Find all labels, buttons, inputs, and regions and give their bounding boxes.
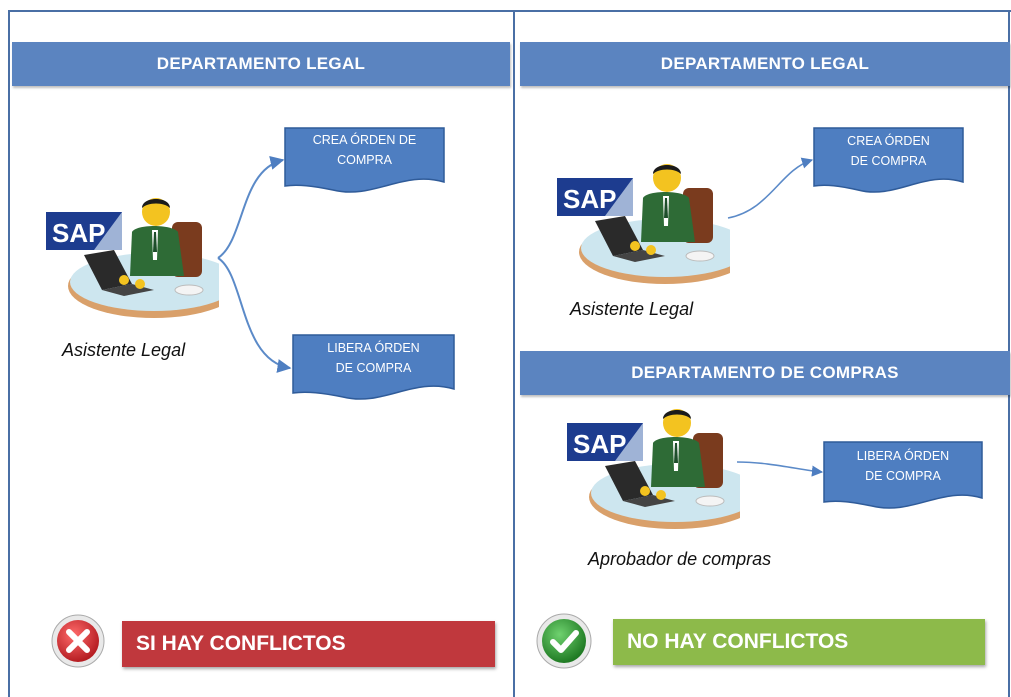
top-border — [8, 10, 1011, 12]
svg-text:SAP: SAP — [573, 429, 626, 459]
arrow-to-libera-left — [217, 257, 292, 373]
actor-label: Asistente Legal — [570, 299, 694, 319]
doc-line: COMPRA — [337, 153, 392, 167]
doc-line: DE COMPRA — [865, 469, 941, 483]
doc-line: DE COMPRA — [335, 361, 412, 375]
arrow-to-crea-right — [727, 157, 814, 219]
right-header-compras: DEPARTAMENTO DE COMPRAS — [520, 351, 1010, 395]
arrow-to-libera-right — [736, 461, 824, 477]
doc-line: CREA ÓRDEN — [847, 134, 930, 148]
left-panel-border-left — [8, 10, 10, 697]
document-crea-orden-right: CREA ÓRDEN DE COMPRA — [812, 126, 965, 196]
svg-text:SAP: SAP — [52, 218, 105, 248]
x-circle-icon — [50, 613, 106, 669]
document-libera-orden-left: LIBERA ÓRDEN DE COMPRA — [291, 333, 456, 403]
sap-logo: SAP — [46, 212, 122, 250]
panel-divider — [513, 10, 515, 697]
left-header-legal: DEPARTAMENTO LEGAL — [12, 42, 510, 86]
actor-asistente-legal-right: SAP — [555, 156, 751, 291]
doc-line: DE COMPRA — [850, 154, 927, 168]
actor-aprobador-compras: SAP — [565, 401, 761, 536]
sap-logo: SAP — [567, 423, 643, 461]
document-crea-orden-left: CREA ÓRDEN DE COMPRA — [283, 126, 446, 196]
doc-line: LIBERA ÓRDEN — [327, 341, 420, 355]
doc-line: LIBERA ÓRDEN — [856, 449, 950, 463]
right-header-legal: DEPARTAMENTO LEGAL — [520, 42, 1010, 86]
actor-asistente-legal-left: SAP — [44, 190, 240, 325]
svg-text:SAP: SAP — [563, 184, 616, 214]
arrow-to-crea-left — [217, 156, 285, 259]
status-no-conflict-bar: NO HAY CONFLICTOS — [613, 619, 985, 665]
status-conflict-bar: SI HAY CONFLICTOS — [122, 621, 495, 667]
check-circle-icon — [535, 612, 593, 670]
actor-label: Aprobador de compras — [588, 549, 772, 569]
actor-label: Asistente Legal — [62, 340, 186, 360]
sap-logo: SAP — [557, 178, 633, 216]
doc-line: CREA ÓRDEN DE — [312, 133, 417, 147]
document-libera-orden-right: LIBERA ÓRDEN DE COMPRA — [822, 440, 984, 512]
